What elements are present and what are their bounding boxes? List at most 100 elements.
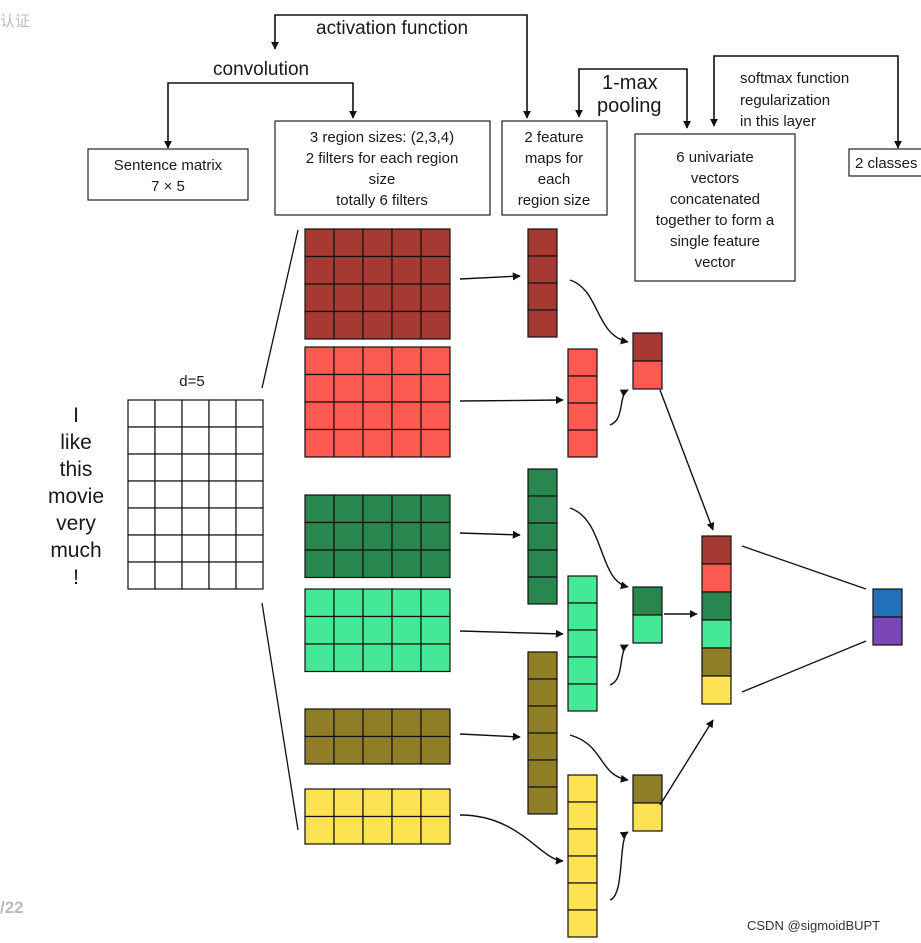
filter-cell bbox=[362, 428, 393, 458]
filter-cell bbox=[362, 494, 393, 524]
filter-cell bbox=[391, 588, 422, 618]
filter-cell bbox=[362, 735, 393, 765]
filter-cell bbox=[333, 708, 364, 738]
pooled-cell bbox=[632, 586, 663, 616]
filter-cell bbox=[304, 283, 335, 313]
sentence-matrix-cell bbox=[235, 480, 264, 509]
filter-cell bbox=[304, 521, 335, 551]
filter-cell bbox=[304, 494, 335, 524]
filter-cell bbox=[333, 373, 364, 403]
filter-cell bbox=[333, 615, 364, 645]
feature-map-cell bbox=[527, 651, 558, 680]
concatenated-cell bbox=[701, 563, 732, 593]
filter-cell bbox=[304, 255, 335, 285]
svg-text:single feature: single feature bbox=[670, 233, 760, 250]
filter-cell bbox=[333, 494, 364, 524]
word-2: like bbox=[60, 431, 92, 454]
filter-cell bbox=[304, 549, 335, 579]
filter-cell bbox=[362, 549, 393, 579]
sentence-matrix-cell bbox=[208, 534, 237, 563]
feature-map-cell bbox=[527, 786, 558, 815]
feature-map-cell bbox=[567, 575, 598, 604]
softmax-label-line-2: regularization bbox=[740, 92, 830, 109]
svg-text:together to form a: together to form a bbox=[656, 212, 775, 229]
filter-cell bbox=[391, 735, 422, 765]
filter-cell bbox=[362, 401, 393, 431]
filter-cell bbox=[391, 494, 422, 524]
top-flow-lines bbox=[164, 14, 902, 149]
svg-text:2 feature: 2 feature bbox=[524, 129, 583, 146]
map-to-pool-arrows bbox=[569, 279, 629, 901]
feature-map-cell bbox=[527, 705, 558, 734]
filter-cell bbox=[420, 373, 451, 403]
filter-cell bbox=[333, 228, 364, 258]
feature-map-cell bbox=[527, 309, 558, 338]
feature-map-dark-red bbox=[527, 228, 558, 338]
sentence-matrix-cell bbox=[154, 507, 183, 536]
pooled-cell bbox=[632, 802, 663, 832]
sentence-matrix-cell bbox=[181, 507, 210, 536]
concatenated-vector bbox=[701, 535, 732, 705]
filter-cell bbox=[420, 735, 451, 765]
filter-cell bbox=[333, 788, 364, 818]
matrix-to-filter-lines bbox=[261, 229, 299, 831]
feature-map-light-green bbox=[567, 575, 598, 712]
sentence-matrix-cell bbox=[181, 534, 210, 563]
filter-to-map-arrows bbox=[459, 272, 564, 865]
filter-cell bbox=[333, 643, 364, 673]
svg-text:concatenated: concatenated bbox=[670, 191, 760, 208]
sentence-matrix-cell bbox=[235, 399, 264, 428]
feature-map-cell bbox=[567, 629, 598, 658]
feature-map-cell bbox=[567, 348, 598, 377]
filter-cell bbox=[362, 788, 393, 818]
feature-map-cell bbox=[527, 678, 558, 707]
filter-cell bbox=[391, 373, 422, 403]
sentence-matrix-cell bbox=[235, 561, 264, 590]
filter-cell bbox=[420, 428, 451, 458]
sentence-matrix-cell bbox=[154, 453, 183, 482]
filter-cell bbox=[391, 708, 422, 738]
feature-map-cell bbox=[527, 759, 558, 788]
word-5: very bbox=[56, 512, 96, 535]
dimension-label: d=5 bbox=[179, 373, 204, 390]
sentence-matrix-cell bbox=[127, 534, 156, 563]
filter-cell bbox=[391, 428, 422, 458]
filter-cell bbox=[391, 255, 422, 285]
sentence-matrix-cell bbox=[127, 426, 156, 455]
filter-cell bbox=[304, 643, 335, 673]
feature-map-cell bbox=[527, 255, 558, 284]
sentence-matrix-box: Sentence matrix 7 × 5 bbox=[87, 148, 249, 201]
pooled-pair-1 bbox=[632, 332, 663, 390]
concatenated-cell bbox=[701, 647, 732, 677]
sentence-matrix-cell bbox=[181, 561, 210, 590]
pooled-cell bbox=[632, 774, 663, 804]
feature-map-cell bbox=[527, 282, 558, 311]
filter-yellow bbox=[304, 788, 451, 845]
svg-text:6 univariate: 6 univariate bbox=[676, 149, 754, 166]
filter-light-green bbox=[304, 588, 451, 673]
pool-to-concat-arrows bbox=[659, 389, 715, 806]
filter-cell bbox=[420, 521, 451, 551]
filter-cell bbox=[391, 346, 422, 376]
output-class-cell bbox=[872, 588, 903, 618]
sentence-matrix-cell bbox=[181, 426, 210, 455]
filter-light-red bbox=[304, 346, 451, 458]
sentence-matrix-cell bbox=[208, 453, 237, 482]
filter-cell bbox=[362, 373, 393, 403]
feature-map-cell bbox=[567, 855, 598, 884]
sentence-matrix-cell bbox=[235, 534, 264, 563]
concatenated-cell bbox=[701, 675, 732, 705]
sentence-matrix-cell bbox=[235, 453, 264, 482]
filter-cell bbox=[333, 735, 364, 765]
filter-cell bbox=[304, 788, 335, 818]
filter-cell bbox=[362, 615, 393, 645]
svg-text:totally 6 filters: totally 6 filters bbox=[336, 192, 428, 209]
filter-cell bbox=[391, 788, 422, 818]
filter-cell bbox=[304, 228, 335, 258]
filter-cell bbox=[304, 815, 335, 845]
feature-map-cell bbox=[567, 375, 598, 404]
filter-cell bbox=[362, 815, 393, 845]
filters bbox=[304, 228, 451, 845]
